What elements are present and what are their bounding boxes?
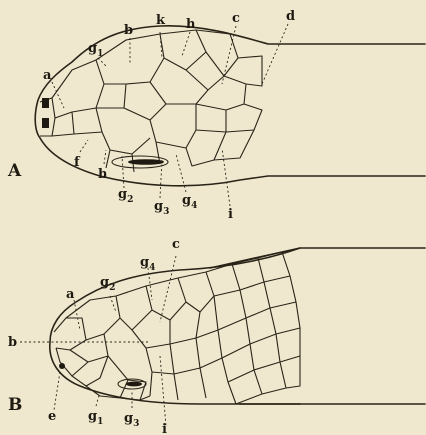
panel-a-nostril-mark <box>42 98 49 108</box>
panel-b-label-e: e <box>48 409 56 424</box>
panel-a-label-b: b <box>124 23 133 38</box>
panel-b-labels: B g4 c g2 a b e g1 g3 i <box>8 237 180 435</box>
panel-b-label-i: i <box>162 422 167 435</box>
panel-b-eye-pupil <box>126 382 142 387</box>
panel-b-label-b: b <box>8 335 17 350</box>
panel-a-crown-scales <box>96 30 262 148</box>
panel-a-front-scales <box>52 60 126 136</box>
panel-a-label-g4: g4 <box>182 193 197 211</box>
panel-b-label-c: c <box>172 237 180 252</box>
panel-b-label-g4: g4 <box>140 255 155 273</box>
panel-a-label-f: f <box>74 155 81 170</box>
panel-a-label-k: k <box>156 13 166 28</box>
panel-a-label-h-top: h <box>186 17 196 32</box>
panel-a-labels: A a b g1 k h c d f h g2 g3 g4 i <box>7 9 295 222</box>
panel-b-head-outline <box>50 248 425 404</box>
panel-a-label-h-bottom: h <box>98 167 108 182</box>
panel-b-leader-lines <box>20 256 176 426</box>
panel-a-label-i: i <box>228 207 233 222</box>
panel-a-lateral-scales <box>102 130 254 172</box>
panel-b-nostril-mark <box>59 363 65 369</box>
panel-b-body-edge <box>210 248 300 404</box>
panel-a-nostril-mark-lower <box>42 118 49 128</box>
panel-a-label-a: a <box>43 68 52 83</box>
panel-a-label-g1: g1 <box>88 41 103 59</box>
panel-b-label-g1: g1 <box>88 409 103 427</box>
panel-b-label: B <box>8 395 22 415</box>
panel-b-labial-scales <box>86 356 150 400</box>
panel-a-label-d: d <box>286 9 295 24</box>
panel-b-label-g2: g2 <box>100 275 115 293</box>
panel-a-eye-pupil <box>128 159 164 165</box>
panel-b-label-a: a <box>66 287 75 302</box>
panel-a-label-g2: g2 <box>118 187 133 205</box>
panel-a-label-g3: g3 <box>154 199 169 217</box>
panel-b-label-g3: g3 <box>124 411 139 429</box>
panel-a-label-c: c <box>232 11 240 26</box>
panel-a-label: A <box>7 161 22 181</box>
panel-b-head-drawing <box>50 248 425 404</box>
